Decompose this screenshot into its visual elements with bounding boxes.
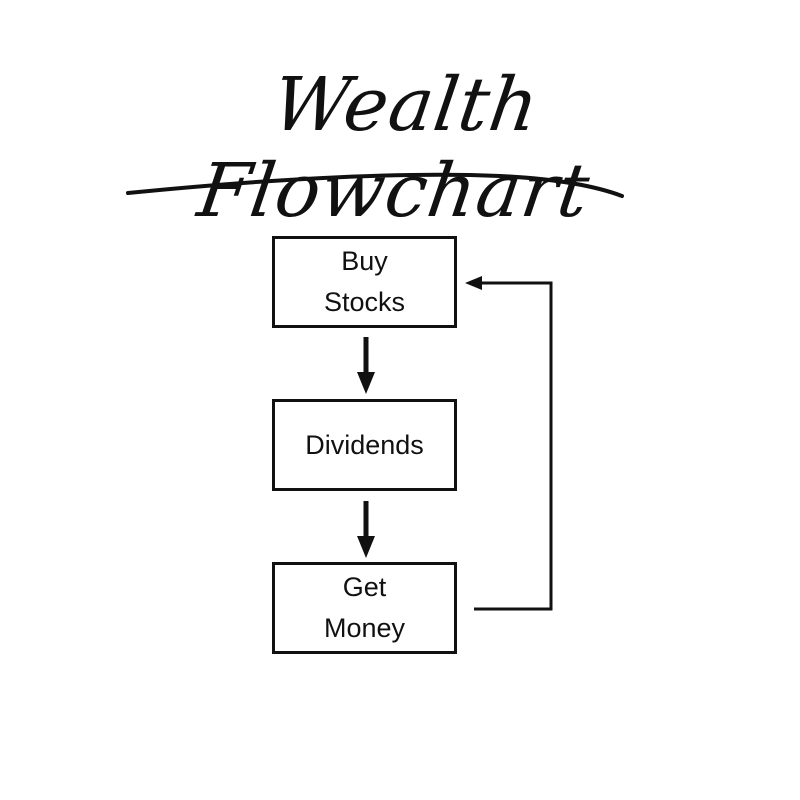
node-label-line: Buy [341,246,388,276]
arrow-buy-to-dividends [357,337,375,394]
node-label-line: Stocks [323,287,406,317]
node-label-line: Get [342,572,387,602]
node-buy-stocks: Buy Stocks [272,236,457,328]
node-label-line: Dividends [305,429,424,460]
arrow-dividends-to-money [357,501,375,558]
node-get-money: Get Money [272,562,457,654]
node-dividends: Dividends [272,399,457,491]
title-underline [126,172,624,198]
arrow-money-to-buy-loop [465,276,553,611]
node-label-line: Money [323,613,406,643]
